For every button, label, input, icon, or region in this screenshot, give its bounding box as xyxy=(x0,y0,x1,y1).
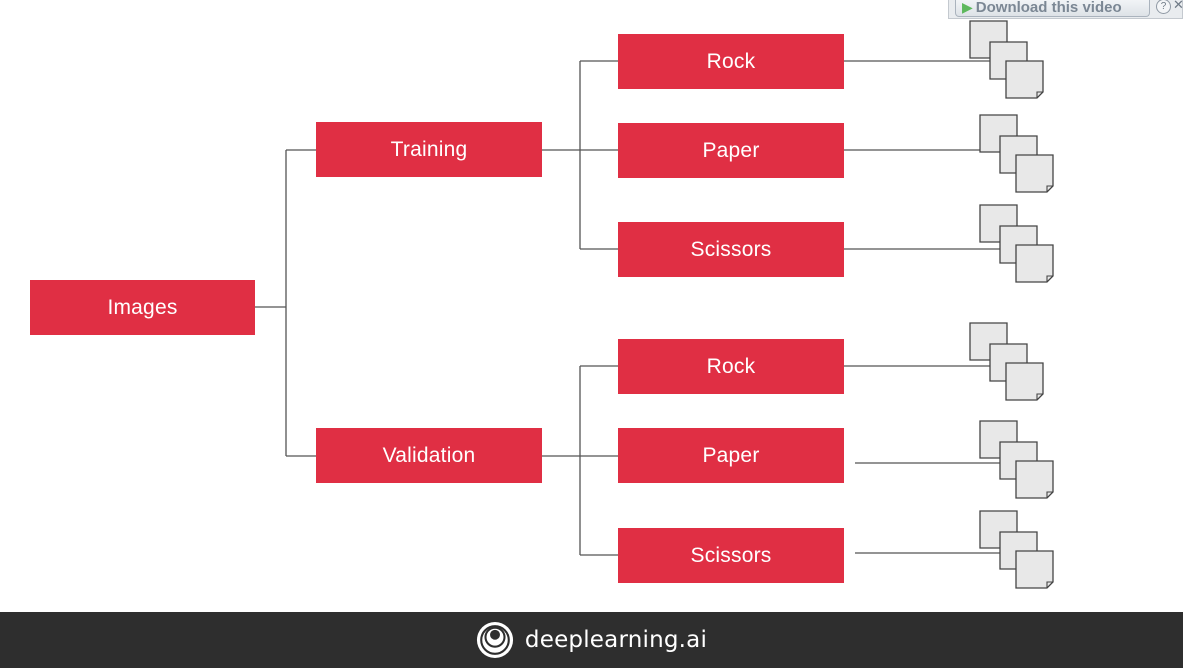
download-video-button[interactable]: ▶ Download this video xyxy=(955,0,1150,17)
download-video-label: Download this video xyxy=(975,0,1122,16)
help-icon[interactable]: ? xyxy=(1156,0,1171,14)
node-validation-rock: Rock xyxy=(618,339,844,394)
node-training-rock: Rock xyxy=(618,34,844,89)
document-stack-icon xyxy=(980,205,1053,282)
download-toolbar: ▶ Download this video ? ✕ xyxy=(948,0,1183,19)
document-stack-icon xyxy=(980,115,1053,192)
node-training-paper: Paper xyxy=(618,123,844,178)
brand-name: deeplearning.ai xyxy=(524,627,708,653)
node-validation: Validation xyxy=(316,428,542,483)
slide-canvas: Images Training Validation Rock Paper Sc… xyxy=(0,0,1183,612)
close-icon[interactable]: ✕ xyxy=(1173,0,1183,12)
node-validation-paper: Paper xyxy=(618,428,844,483)
document-stack-icon xyxy=(970,323,1043,400)
tree-connectors xyxy=(255,60,1000,556)
node-validation-scissors: Scissors xyxy=(618,528,844,583)
node-training: Training xyxy=(316,122,542,177)
document-stack-icon xyxy=(970,21,1043,98)
document-stack-icon xyxy=(980,421,1053,498)
play-icon: ▶ xyxy=(962,0,973,15)
footer-bar: deeplearning.ai xyxy=(0,612,1183,668)
deeplearning-logo-icon xyxy=(476,621,513,659)
node-images: Images xyxy=(30,280,255,335)
node-training-scissors: Scissors xyxy=(618,222,844,277)
document-stack-icon xyxy=(980,511,1053,588)
file-stacks xyxy=(0,0,1183,612)
